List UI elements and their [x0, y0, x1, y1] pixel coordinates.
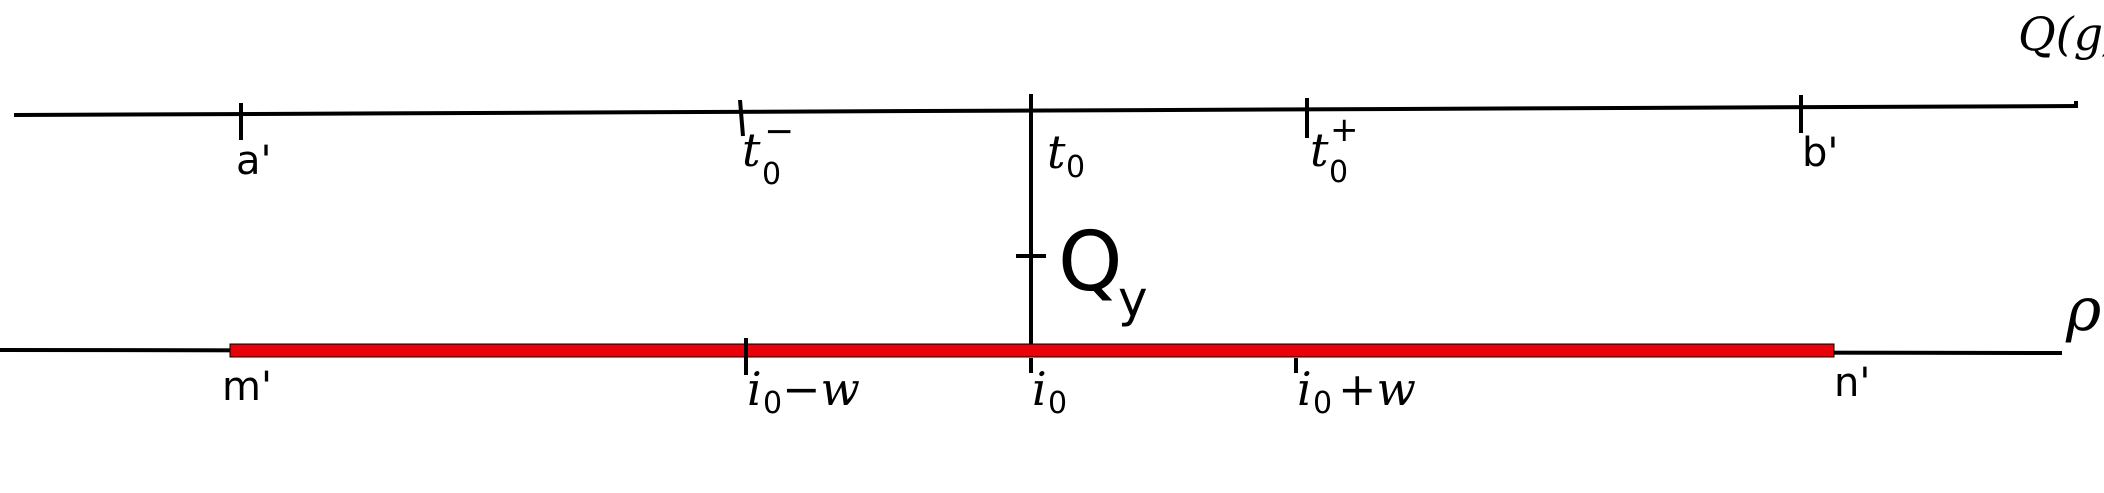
- svg-text:0: 0: [763, 386, 782, 421]
- highlight-segment: [229, 343, 1835, 358]
- svg-text:i: i: [1032, 362, 1047, 416]
- label-a-prime: a': [236, 138, 272, 184]
- svg-text:Q: Q: [1058, 215, 1123, 310]
- svg-text:i: i: [747, 362, 762, 416]
- svg-text:0: 0: [1066, 150, 1085, 185]
- label-t0-plus: t 0 +: [1310, 110, 1359, 190]
- svg-text:0: 0: [1329, 155, 1348, 190]
- bottom-line-name: ρ: [2065, 275, 2101, 345]
- svg-text:t: t: [1310, 123, 1329, 177]
- svg-text:0: 0: [1313, 386, 1332, 421]
- label-n-prime: n': [1834, 360, 1870, 406]
- svg-text:t: t: [742, 123, 761, 177]
- label-i0-plus-w: i 0 +w: [1297, 362, 1416, 421]
- label-t0: t 0: [1047, 125, 1085, 185]
- label-t0-minus: t 0 −: [742, 111, 794, 192]
- label-b-prime: b': [1802, 130, 1838, 176]
- svg-text:i: i: [1297, 362, 1312, 416]
- svg-text:+: +: [1330, 110, 1359, 150]
- svg-text:0: 0: [1048, 386, 1067, 421]
- svg-text:t: t: [1047, 125, 1066, 179]
- svg-text:y: y: [1118, 270, 1148, 328]
- label-i0: i 0: [1032, 362, 1067, 421]
- label-m-prime: m': [222, 364, 272, 410]
- tick-t0-minus: [738, 99, 745, 137]
- top-line: [13, 104, 2079, 117]
- svg-text:−w: −w: [782, 362, 860, 416]
- svg-text:+w: +w: [1338, 362, 1416, 416]
- top-line-name: Q(g): [2018, 7, 2104, 61]
- connector-label: Q y: [1058, 215, 1148, 328]
- svg-text:−: −: [764, 111, 794, 152]
- label-i0-minus-w: i 0 −w: [747, 362, 860, 421]
- svg-text:0: 0: [762, 157, 781, 192]
